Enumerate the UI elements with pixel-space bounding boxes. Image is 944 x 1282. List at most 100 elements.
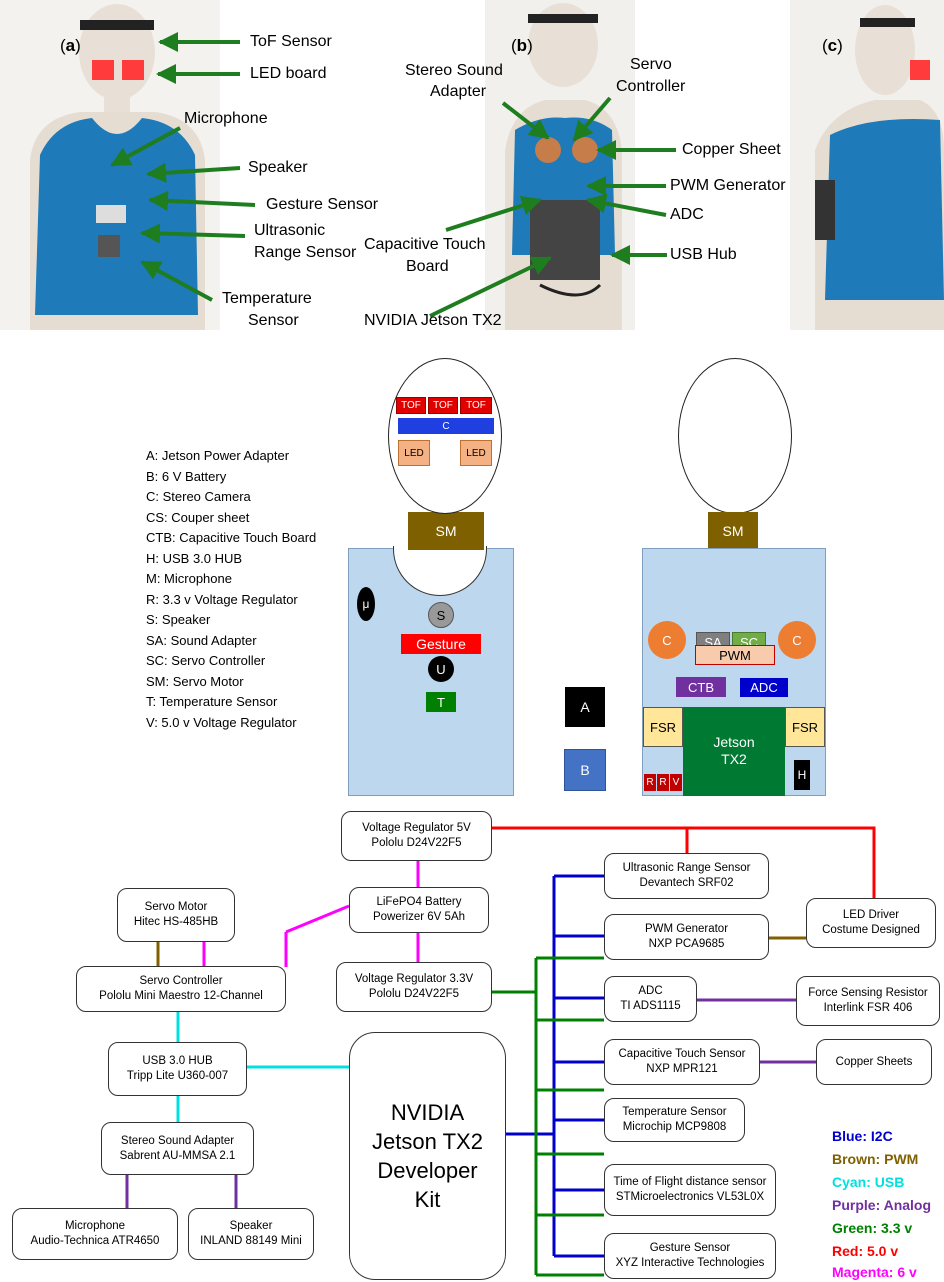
jetson-line: Developer: [377, 1158, 478, 1183]
wire-blue-i2c: [506, 874, 604, 1258]
front-led-right: LED: [460, 440, 492, 466]
block-subtitle: Pololu D24V22F5: [368, 988, 460, 1000]
block-subtitle: Audio-Technica ATR4650: [30, 1235, 160, 1247]
label-temperature-1: Temperature: [222, 290, 312, 307]
block-title: Capacitive Touch Sensor: [618, 1048, 746, 1060]
panel-label-a: (a): [60, 36, 81, 55]
block-title: LED Driver: [842, 909, 900, 921]
legend-i2c: Blue: I2C: [832, 1128, 893, 1144]
back-jetson-line2: TX2: [721, 751, 747, 767]
block-title: Ultrasonic Range Sensor: [622, 862, 751, 874]
label-stereo-sound-1: Stereo Sound: [405, 62, 503, 79]
label-microphone: Microphone: [184, 110, 268, 127]
block-vreg-3v3: Voltage Regulator 3.3V Pololu D24V22F5: [336, 962, 492, 1012]
block-title: Speaker: [229, 1220, 273, 1232]
block-title: USB 3.0 HUB: [142, 1055, 213, 1067]
back-usb-hub: H: [794, 760, 810, 790]
block-title: Voltage Regulator 5V: [362, 822, 471, 834]
label-temperature-2: Sensor: [248, 312, 299, 329]
jetson-line: Jetson TX2: [372, 1129, 483, 1154]
back-reg-v: V: [670, 774, 682, 791]
legend-analog: Purple: Analog: [832, 1197, 932, 1213]
block-title: Stereo Sound Adapter: [120, 1134, 235, 1147]
back-jetson-line1: Jetson: [713, 734, 755, 750]
label-usb-hub: USB Hub: [670, 246, 737, 263]
block-ultrasonic: Ultrasonic Range Sensor Devantech SRF02: [604, 853, 769, 899]
block-pwm-generator: PWM Generator NXP PCA9685: [604, 914, 769, 960]
block-vreg-5v: Voltage Regulator 5V Pololu D24V22F5: [341, 811, 492, 861]
label-gesture-sensor: Gesture Sensor: [266, 196, 379, 213]
block-title: LiFePO4 Battery: [376, 896, 462, 908]
block-servo-controller: Servo Controller Pololu Mini Maestro 12-…: [76, 966, 286, 1012]
abbr-item: C: Stereo Camera: [146, 489, 251, 504]
block-gesture: Gesture Sensor XYZ Interactive Technolog…: [604, 1233, 776, 1279]
block-temperature: Temperature Sensor Microchip MCP9808: [604, 1098, 745, 1142]
front-sm-label: SM: [435, 523, 457, 539]
abbr-item: S: Speaker: [146, 612, 211, 627]
legend-usb: Cyan: USB: [832, 1174, 905, 1190]
panel-label-b: (b): [511, 36, 533, 55]
label-ultrasonic-2: Range Sensor: [254, 244, 357, 261]
block-subtitle: Tripp Lite U360-007: [126, 1070, 229, 1082]
block-title: PWM Generator: [644, 923, 729, 935]
back-copper-right: C: [778, 621, 816, 659]
label-led-board: LED board: [250, 65, 327, 82]
label-adc: ADC: [670, 206, 704, 223]
abbr-item: SA: Sound Adapter: [146, 632, 257, 648]
back-copper-left: C: [648, 621, 686, 659]
label-copper-sheet: Copper Sheet: [682, 141, 781, 158]
back-head: [678, 358, 792, 514]
block-title: Force Sensing Resistor: [808, 987, 928, 999]
wire-green-3v3: [492, 956, 604, 1277]
block-title: Voltage Regulator 3.3V: [354, 973, 474, 985]
block-sound-adapter: Stereo Sound Adapter Sabrent AU-MMSA 2.1: [101, 1122, 254, 1175]
block-subtitle: Interlink FSR 406: [823, 1002, 913, 1014]
label-cap-touch-1: Capacitive Touch: [364, 236, 486, 253]
block-copper-sheets: Copper Sheets: [816, 1039, 932, 1085]
abbr-item: T: Temperature Sensor: [146, 694, 278, 709]
block-title: ADC: [638, 985, 663, 997]
back-reg-r2: R: [657, 774, 669, 791]
battery-block: B: [564, 749, 606, 791]
block-subtitle: Sabrent AU-MMSA 2.1: [119, 1149, 236, 1162]
block-subtitle: INLAND 88149 Mini: [200, 1235, 302, 1247]
back-reg-r1: R: [644, 774, 656, 791]
abbr-item: R: 3.3 v Voltage Regulator: [146, 591, 298, 607]
label-ultrasonic-1: Ultrasonic: [254, 222, 326, 239]
block-tof: Time of Flight distance sensor STMicroel…: [604, 1164, 776, 1216]
power-adapter-block: A: [565, 687, 605, 727]
block-title: Time of Flight distance sensor: [613, 1176, 767, 1188]
back-fsr-right: FSR: [785, 707, 825, 747]
block-subtitle: XYZ Interactive Technologies: [615, 1257, 765, 1269]
legend-6v: Magenta: 6 v: [832, 1264, 917, 1280]
block-title: Microphone: [64, 1220, 126, 1232]
panel-label-c: (c): [822, 36, 843, 55]
block-subtitle: Microchip MCP9808: [622, 1121, 727, 1133]
abbr-item: SM: Servo Motor: [146, 673, 244, 689]
block-speaker: Speaker INLAND 88149 Mini: [188, 1208, 314, 1260]
label-speaker: Speaker: [248, 159, 308, 176]
block-fsr: Force Sensing Resistor Interlink FSR 406: [796, 976, 940, 1026]
arrows-back: [429, 96, 676, 318]
front-tof-2: TOF: [428, 397, 458, 414]
block-led-driver: LED Driver Costume Designed: [806, 898, 936, 948]
abbr-item: M: Microphone: [146, 571, 232, 586]
label-tof-sensor: ToF Sensor: [250, 33, 332, 50]
back-ctb: CTB: [676, 677, 726, 697]
block-subtitle: TI ADS1115: [620, 1000, 681, 1012]
back-pwm: PWM: [695, 645, 775, 665]
block-usb-hub: USB 3.0 HUB Tripp Lite U360-007: [108, 1042, 247, 1096]
jetson-line: NVIDIA: [390, 1100, 465, 1125]
block-subtitle: NXP PCA9685: [648, 938, 725, 950]
block-title: Temperature Sensor: [622, 1106, 727, 1118]
block-capacitive-touch: Capacitive Touch Sensor NXP MPR121: [604, 1039, 760, 1085]
block-subtitle: Devantech SRF02: [639, 877, 734, 889]
back-adc: ADC: [740, 678, 788, 697]
block-title: Servo Controller: [139, 975, 223, 987]
block-subtitle: Powerizer 6V 5Ah: [372, 911, 466, 923]
front-speaker: S: [428, 602, 454, 628]
back-servo-motor: SM: [708, 512, 758, 550]
front-microphone: μ: [357, 587, 375, 621]
block-servo-motor: Servo Motor Hitec HS-485HB: [117, 888, 235, 942]
back-fsr-left: FSR: [643, 707, 683, 747]
